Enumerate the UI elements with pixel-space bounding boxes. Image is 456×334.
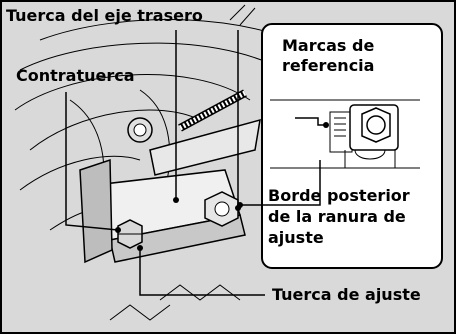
adjusting-nut-drawing [117,219,143,249]
adjusting-bolt [127,89,247,143]
reference-marks-inset [261,23,443,269]
leader-lines [65,30,326,296]
leader-dots [115,122,329,251]
reference-marks-label-line1: Marcas de [282,36,375,55]
rear-edge-label-line1: Borde posterior [268,186,410,205]
axle-nut-drawing [204,191,239,227]
rear-axle-nut-label: Tuerca del eje trasero [6,6,203,25]
rear-edge-label-line2: de la ranura de [268,207,406,226]
reference-marks-label-line2: referencia [282,56,375,75]
rear-edge-label-line3: ajuste [268,228,324,247]
lock-nut-label: Contratuerca [16,66,135,85]
adjusting-nut-label: Tuerca de ajuste [272,285,421,304]
